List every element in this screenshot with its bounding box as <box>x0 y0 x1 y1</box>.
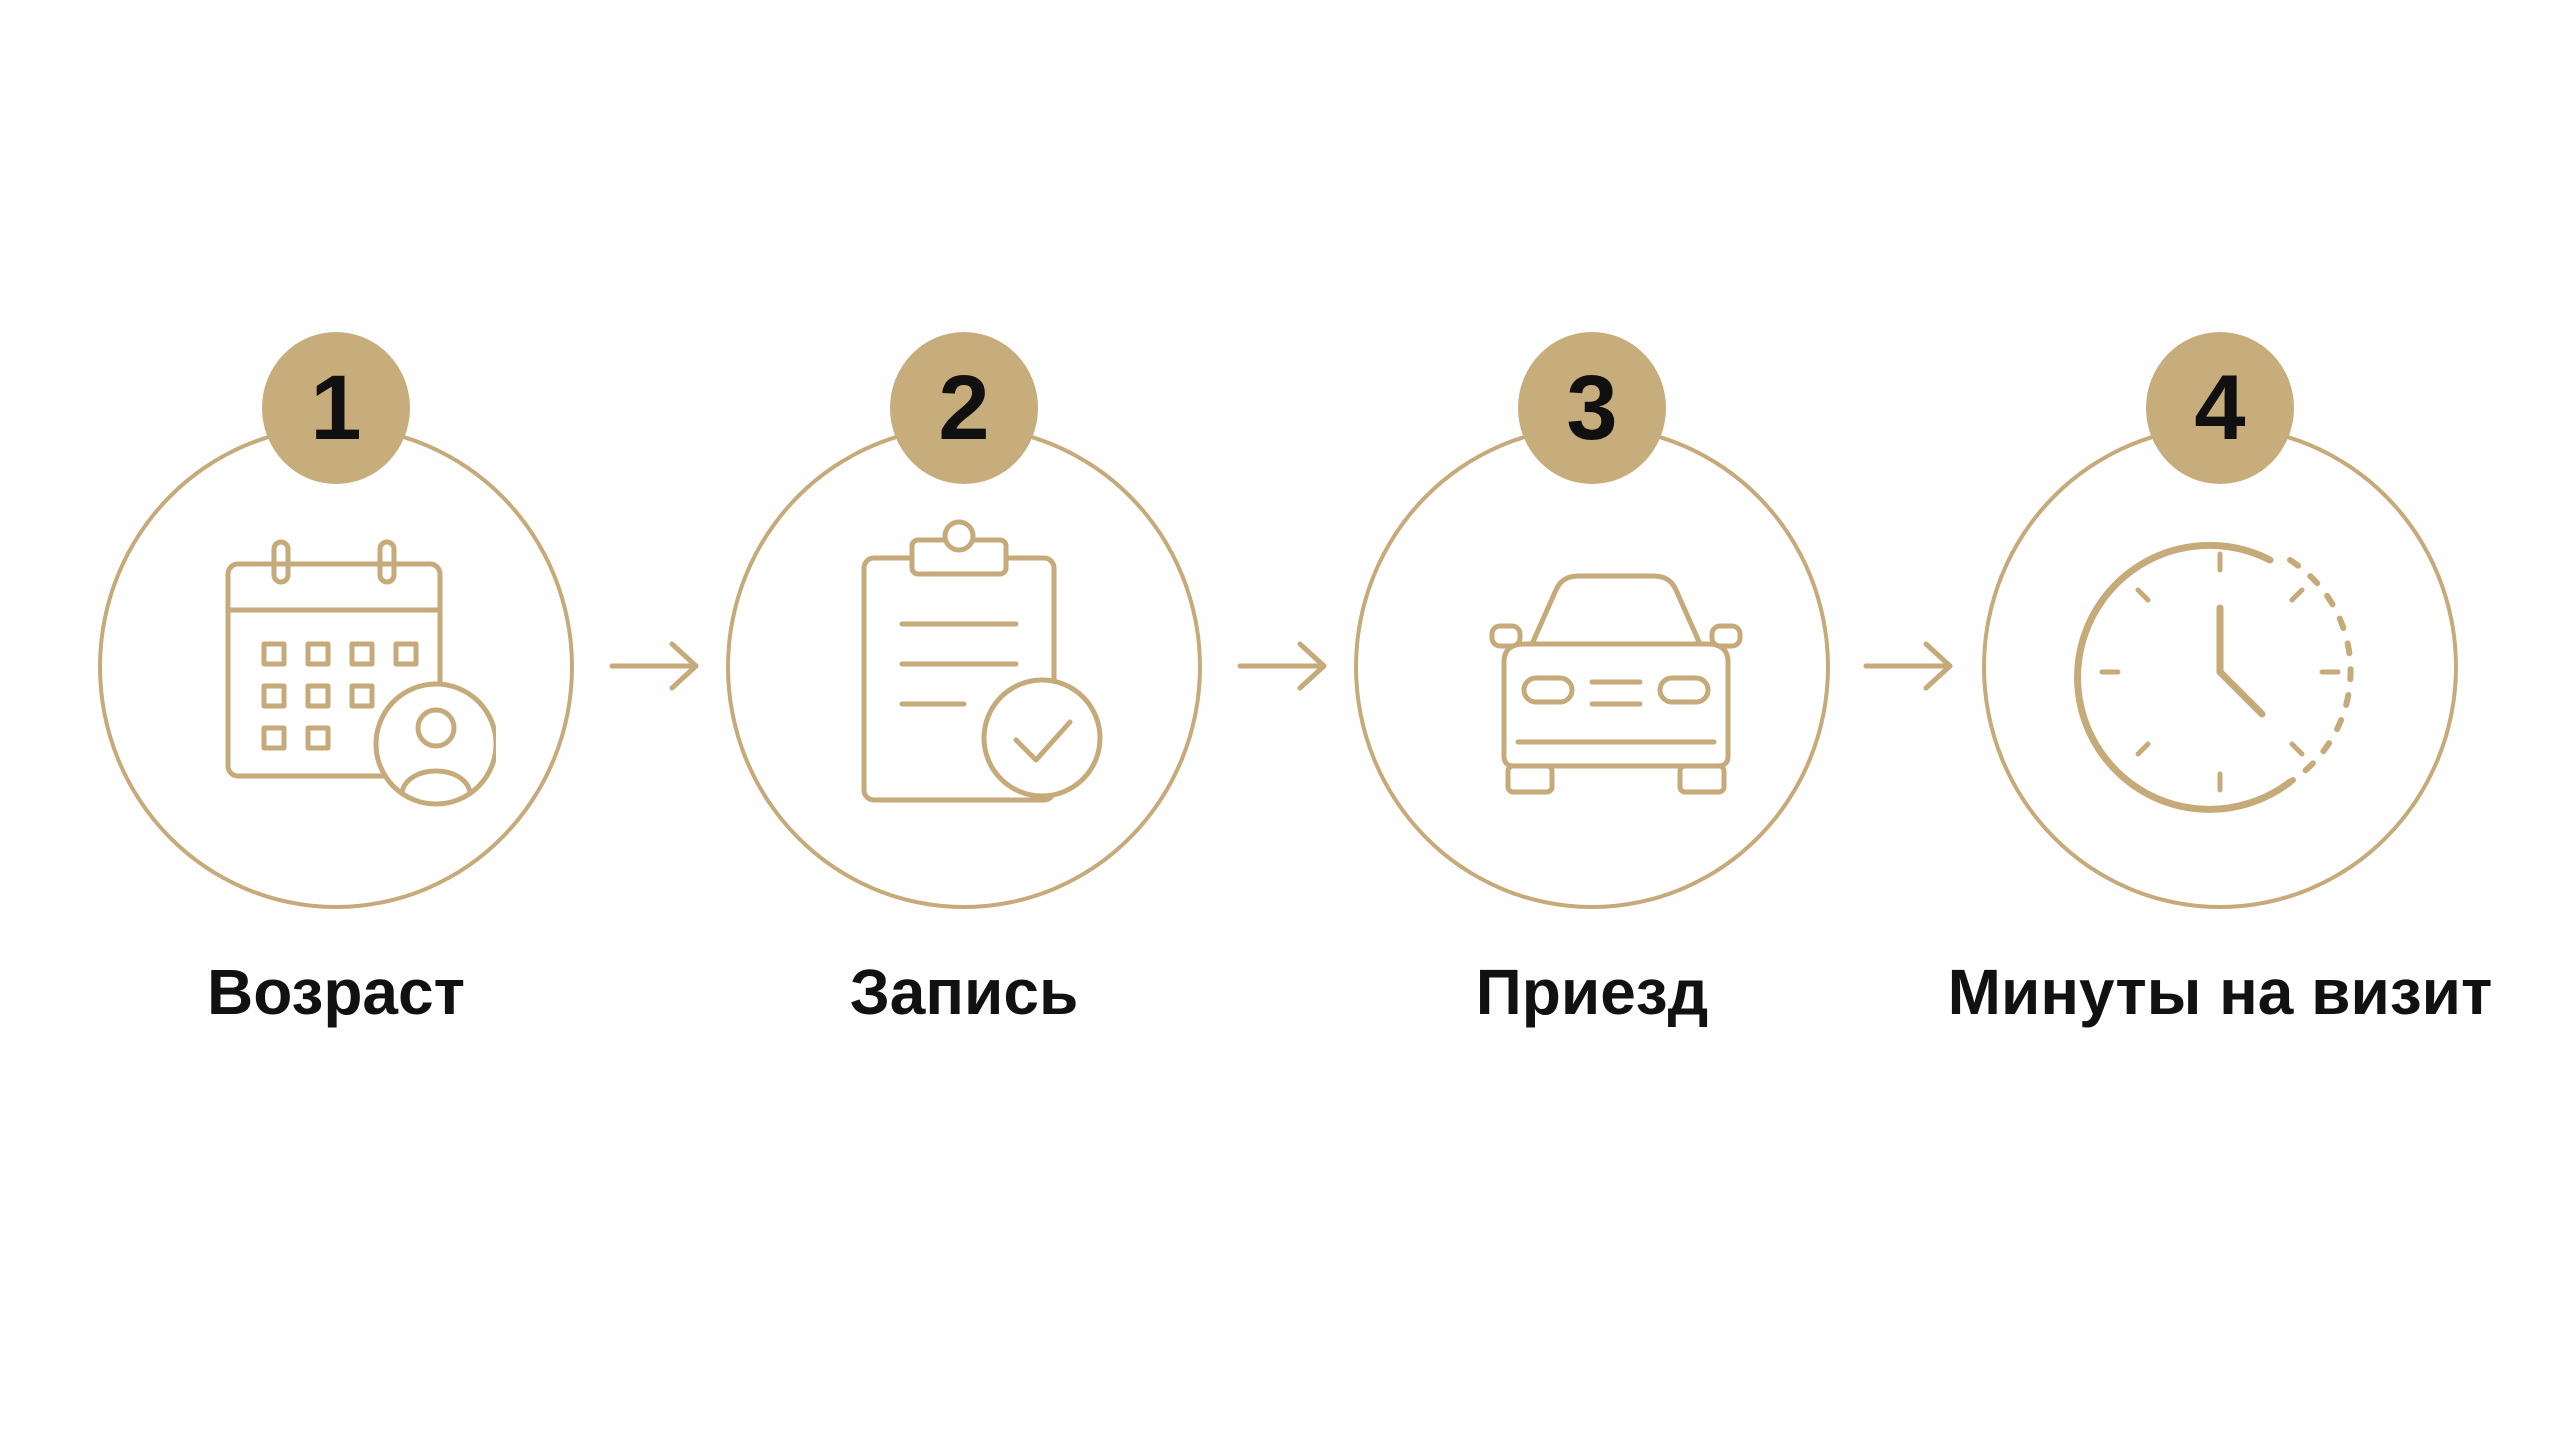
step-circle <box>1354 425 1830 909</box>
step-number: 1 <box>310 357 362 459</box>
arrow-right-icon <box>1862 638 1958 694</box>
step-number: 4 <box>2194 357 2246 459</box>
clipboard-check-icon <box>804 512 1124 832</box>
step-circle <box>726 425 1202 909</box>
step-label: Приезд <box>1475 956 1709 1028</box>
step-number-badge: 2 <box>890 332 1038 484</box>
step-number-badge: 3 <box>1518 332 1666 484</box>
step-number-badge: 1 <box>262 332 410 484</box>
step-2: 2 Запись <box>644 0 1284 1448</box>
step-circle <box>98 425 574 909</box>
clock-icon <box>2060 512 2380 832</box>
calendar-user-icon <box>176 512 496 832</box>
arrow-right-icon <box>608 638 704 694</box>
step-label: Минуты на визит <box>1947 956 2493 1028</box>
step-label: Возраст <box>207 956 465 1028</box>
car-icon <box>1432 512 1752 832</box>
step-label: Запись <box>849 956 1079 1028</box>
step-number-badge: 4 <box>2146 332 2294 484</box>
arrow-right-icon <box>1236 638 1332 694</box>
step-1: 1 Возраст <box>16 0 656 1448</box>
step-number: 2 <box>938 357 990 459</box>
step-number: 3 <box>1566 357 1618 459</box>
step-3: 3 Приезд <box>1272 0 1912 1448</box>
step-4: 4 Минуты на визит <box>1900 0 2540 1448</box>
